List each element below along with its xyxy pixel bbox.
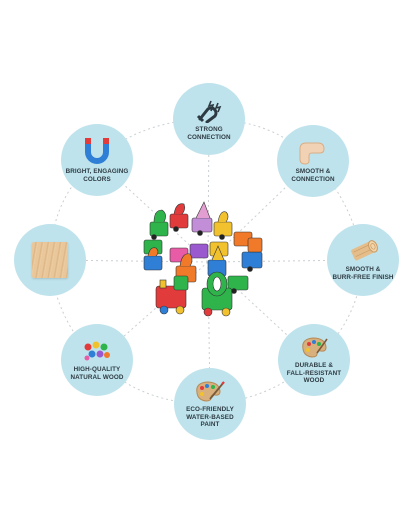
wood-grain-swatch-icon xyxy=(32,242,68,278)
feature-label: ECO-FRIENDLY WATER-BASED PAINT xyxy=(186,406,234,429)
wood-log-icon xyxy=(351,240,378,261)
feature-label: BRIGHT, ENGAGING COLORS xyxy=(65,167,129,183)
feature-eco-friendly: ECO-FRIENDLY WATER-BASED PAINT xyxy=(174,368,246,440)
feature-durable: DURABLE & FALL-RESISTANT WOOD xyxy=(278,324,350,396)
paint-palette-brush-icon xyxy=(196,381,225,402)
feature-label: STRONG CONNECTION xyxy=(187,125,231,141)
feature-smooth-connection: SMOOTH & CONNECTION xyxy=(277,125,349,197)
feature-label: HIGH-QUALITY NATURAL WOOD xyxy=(70,365,124,381)
feature-strong-connection: STRONG CONNECTION xyxy=(173,83,245,155)
feature-wood-texture xyxy=(14,224,86,296)
feature-label: DURABLE & FALL-RESISTANT WOOD xyxy=(286,362,342,385)
feature-label: SMOOTH & CONNECTION xyxy=(291,167,335,183)
color-dots-icon xyxy=(84,341,110,361)
rounded-block-icon xyxy=(299,142,325,165)
paint-palette-icon xyxy=(302,337,328,358)
feature-bright-colors: BRIGHT, ENGAGING COLORS xyxy=(61,124,133,196)
magnet-icon xyxy=(196,100,222,123)
feature-burr-free: SMOOTH & BURR-FREE FINISH xyxy=(327,224,399,296)
wooden-number-train-toy-icon xyxy=(143,201,263,317)
feature-natural-wood: HIGH-QUALITY NATURAL WOOD xyxy=(61,324,133,396)
u-magnet-icon xyxy=(85,137,109,164)
feature-label: SMOOTH & BURR-FREE FINISH xyxy=(332,265,394,281)
